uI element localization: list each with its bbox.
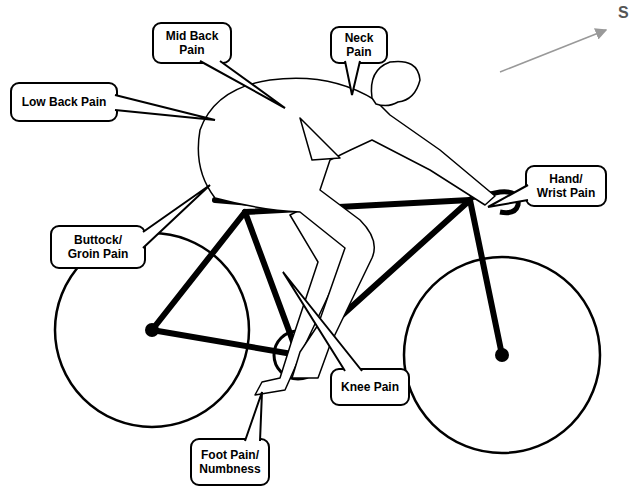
- tail-outline: [488, 185, 528, 207]
- tail-fill: [488, 185, 528, 207]
- tail-fill: [115, 95, 215, 120]
- callout-bubble: Neck Pain: [330, 26, 388, 64]
- callout-bubble: Hand/ Wrist Pain: [525, 165, 607, 207]
- tail-fill: [143, 185, 210, 248]
- tail-outline: [283, 272, 362, 371]
- tail-fill: [245, 392, 262, 441]
- callout-text: Mid Back Pain: [160, 29, 224, 57]
- callout-bubble: Foot Pain/ Numbness: [190, 438, 270, 486]
- callout-text: Hand/ Wrist Pain: [533, 172, 599, 200]
- tail-outline: [143, 185, 210, 248]
- callout-text: Knee Pain: [341, 380, 399, 394]
- callout-bubble: Buttock/ Groin Pain: [50, 225, 146, 269]
- cyclist-silhouette: [198, 61, 495, 395]
- callout-text: Neck Pain: [338, 31, 380, 59]
- tail-outline: [245, 392, 262, 441]
- callout-bubble: Mid Back Pain: [152, 22, 232, 64]
- tail-fill: [200, 61, 285, 108]
- tail-outline: [200, 61, 285, 108]
- tail-outline: [115, 95, 215, 120]
- pointer-arrow: [500, 30, 606, 72]
- cut-off-label: S: [618, 4, 629, 22]
- callout-text: Buttock/ Groin Pain: [58, 233, 138, 261]
- callout-text: Foot Pain/ Numbness: [198, 448, 262, 476]
- tail-fill: [283, 272, 362, 371]
- callout-text: Low Back Pain: [22, 95, 107, 109]
- tail-outline: [345, 61, 360, 95]
- callout-bubble: Low Back Pain: [10, 82, 118, 122]
- tail-fill: [345, 61, 360, 95]
- callout-bubble: Knee Pain: [330, 368, 410, 406]
